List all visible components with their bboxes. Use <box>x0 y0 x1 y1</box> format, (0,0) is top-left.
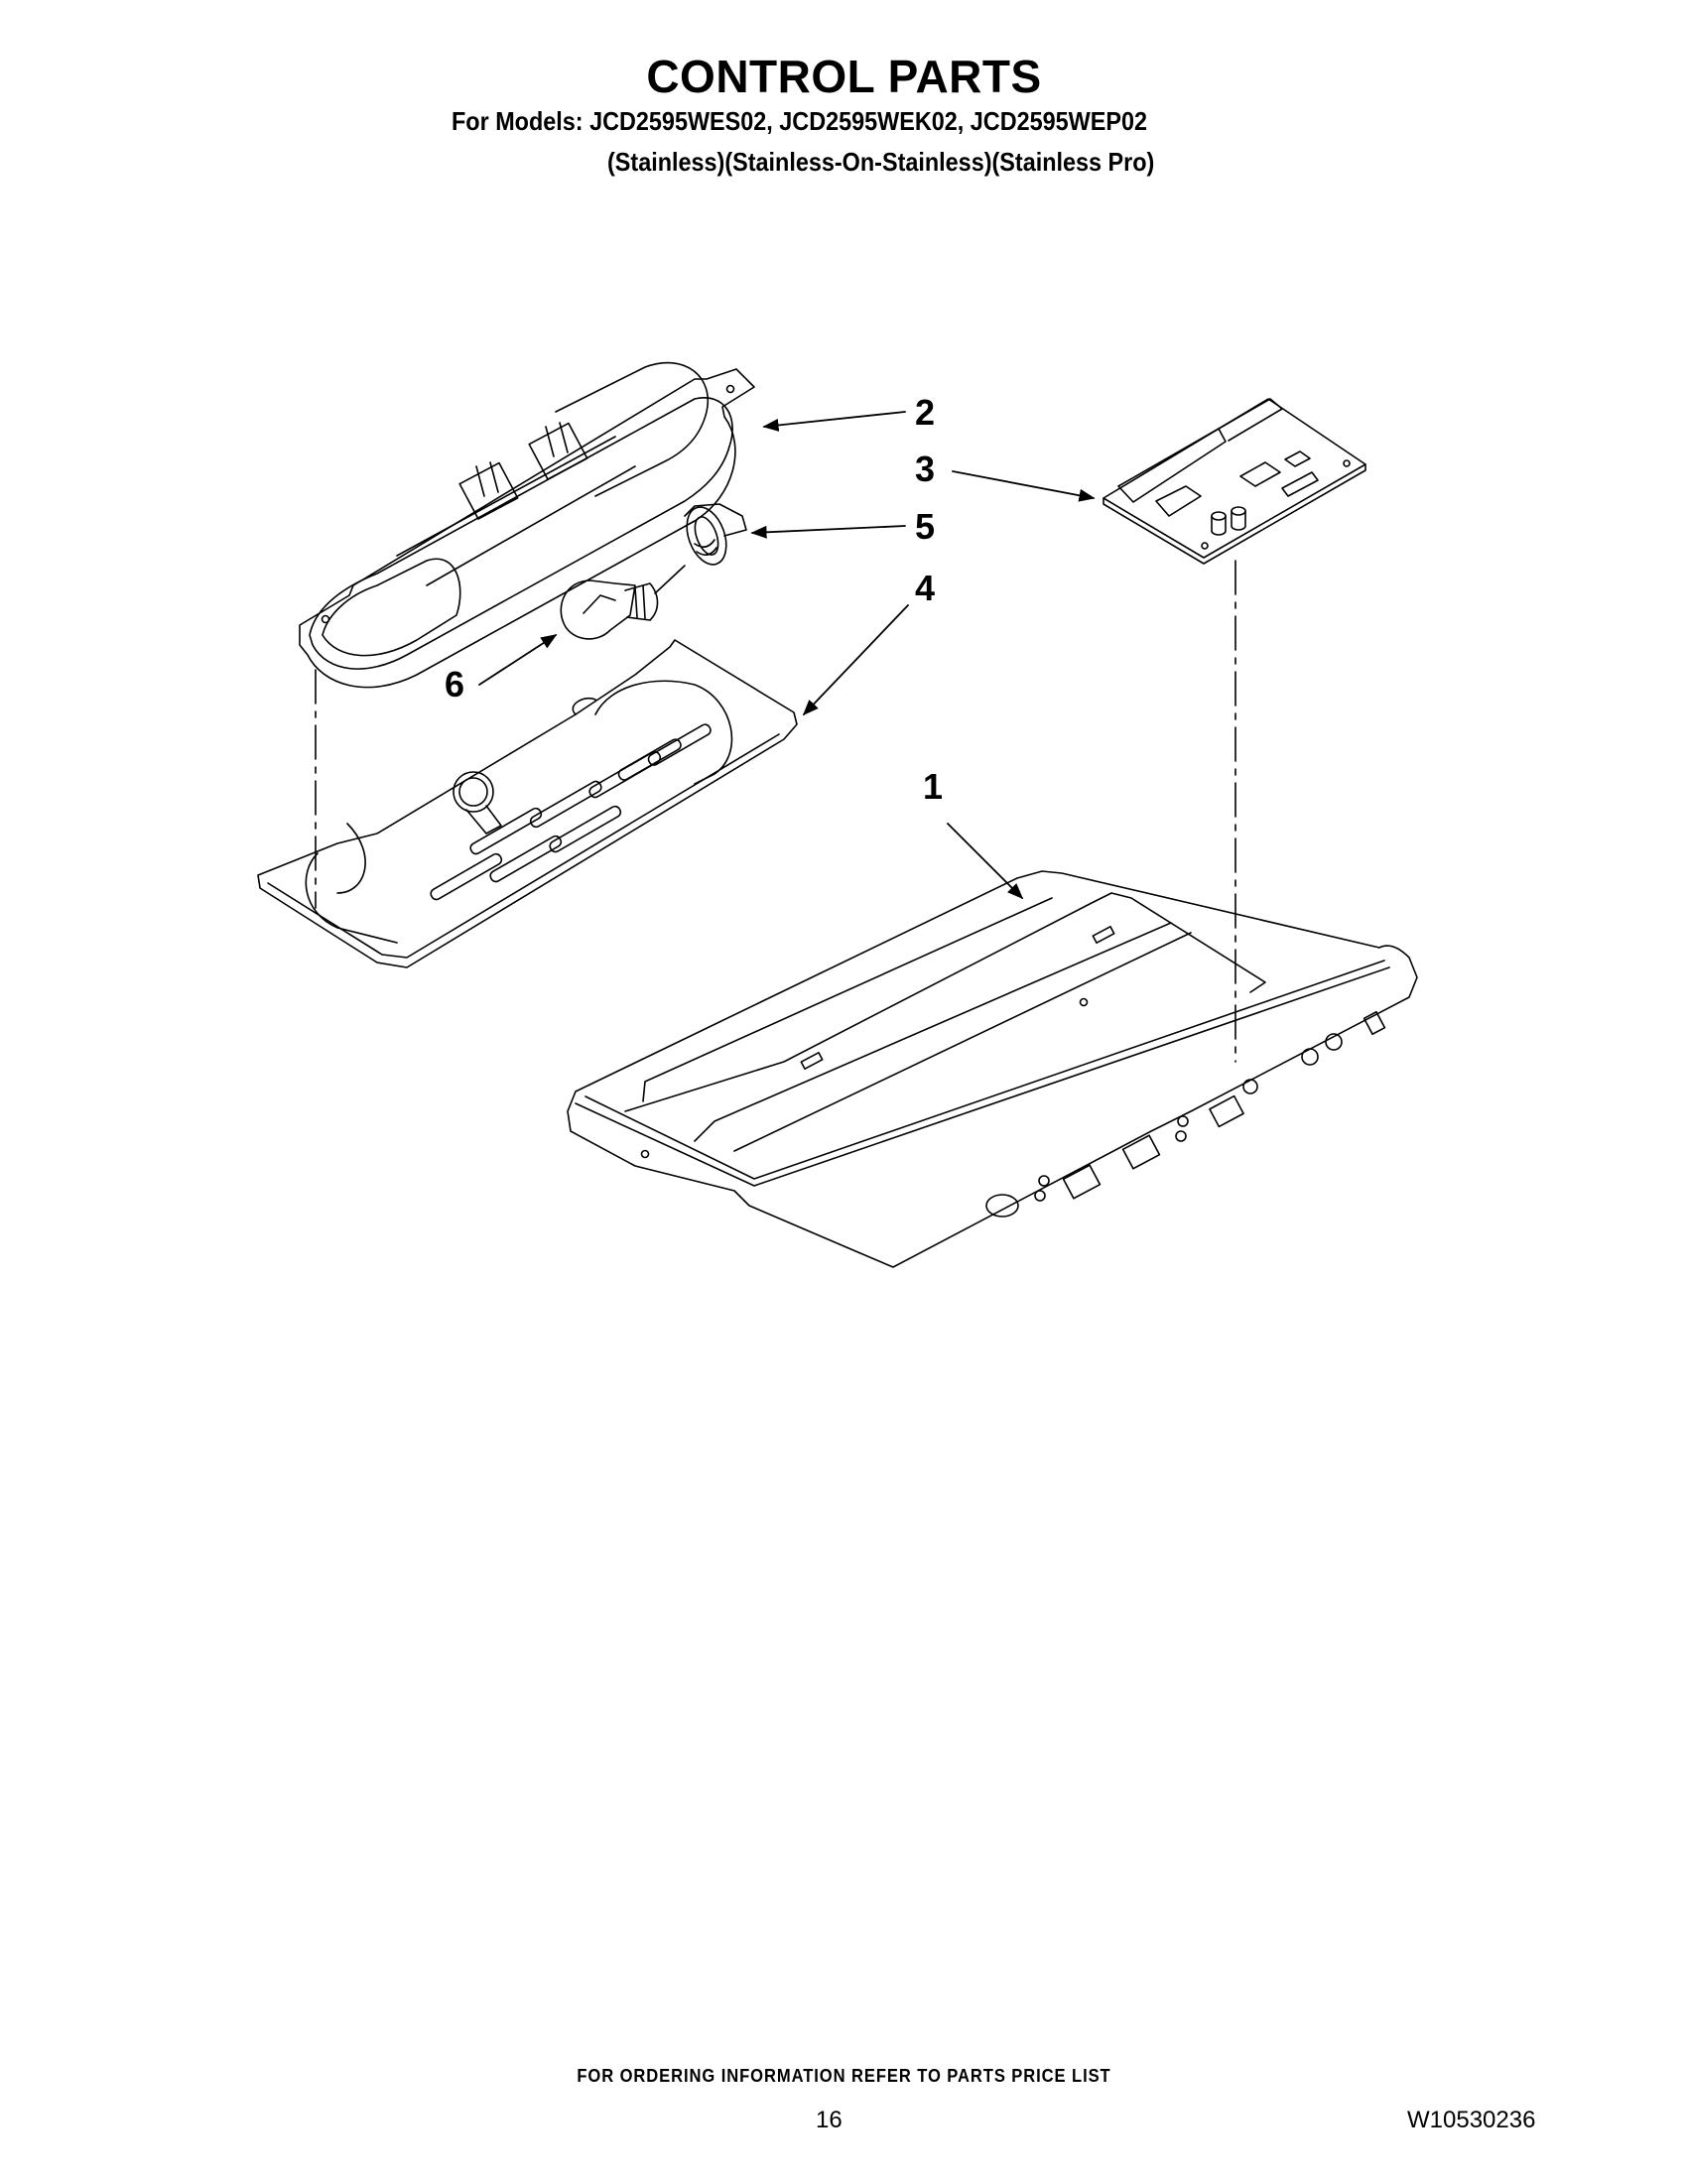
lamp-housing-drawing <box>299 361 755 689</box>
callout-2: 2 <box>915 392 936 433</box>
callout-3: 3 <box>915 449 936 489</box>
callout-6: 6 <box>445 664 465 705</box>
alignment-lines <box>315 560 1236 1063</box>
light-bulb-drawing <box>560 565 686 640</box>
callout-5: 5 <box>915 506 936 547</box>
ordering-note: FOR ORDERING INFORMATION REFER TO PARTS … <box>577 2066 1111 2086</box>
document-id: W10530236 <box>1407 2107 1536 2133</box>
callout-1: 1 <box>923 766 944 807</box>
models-line: For Models: JCD2595WES02, JCD2595WEK02, … <box>452 106 1147 136</box>
control-board-drawing <box>1103 398 1366 565</box>
page-title: CONTROL PARTS <box>646 51 1042 102</box>
lamp-lens-cover-drawing <box>257 639 798 968</box>
page-number: 16 <box>816 2107 843 2133</box>
control-panel-housing-drawing <box>567 870 1418 1268</box>
callout-4: 4 <box>915 568 936 608</box>
finishes-line: (Stainless)(Stainless-On-Stainless)(Stai… <box>607 147 1155 177</box>
callout-leaders <box>478 411 1096 900</box>
lamp-socket-drawing <box>684 503 747 566</box>
